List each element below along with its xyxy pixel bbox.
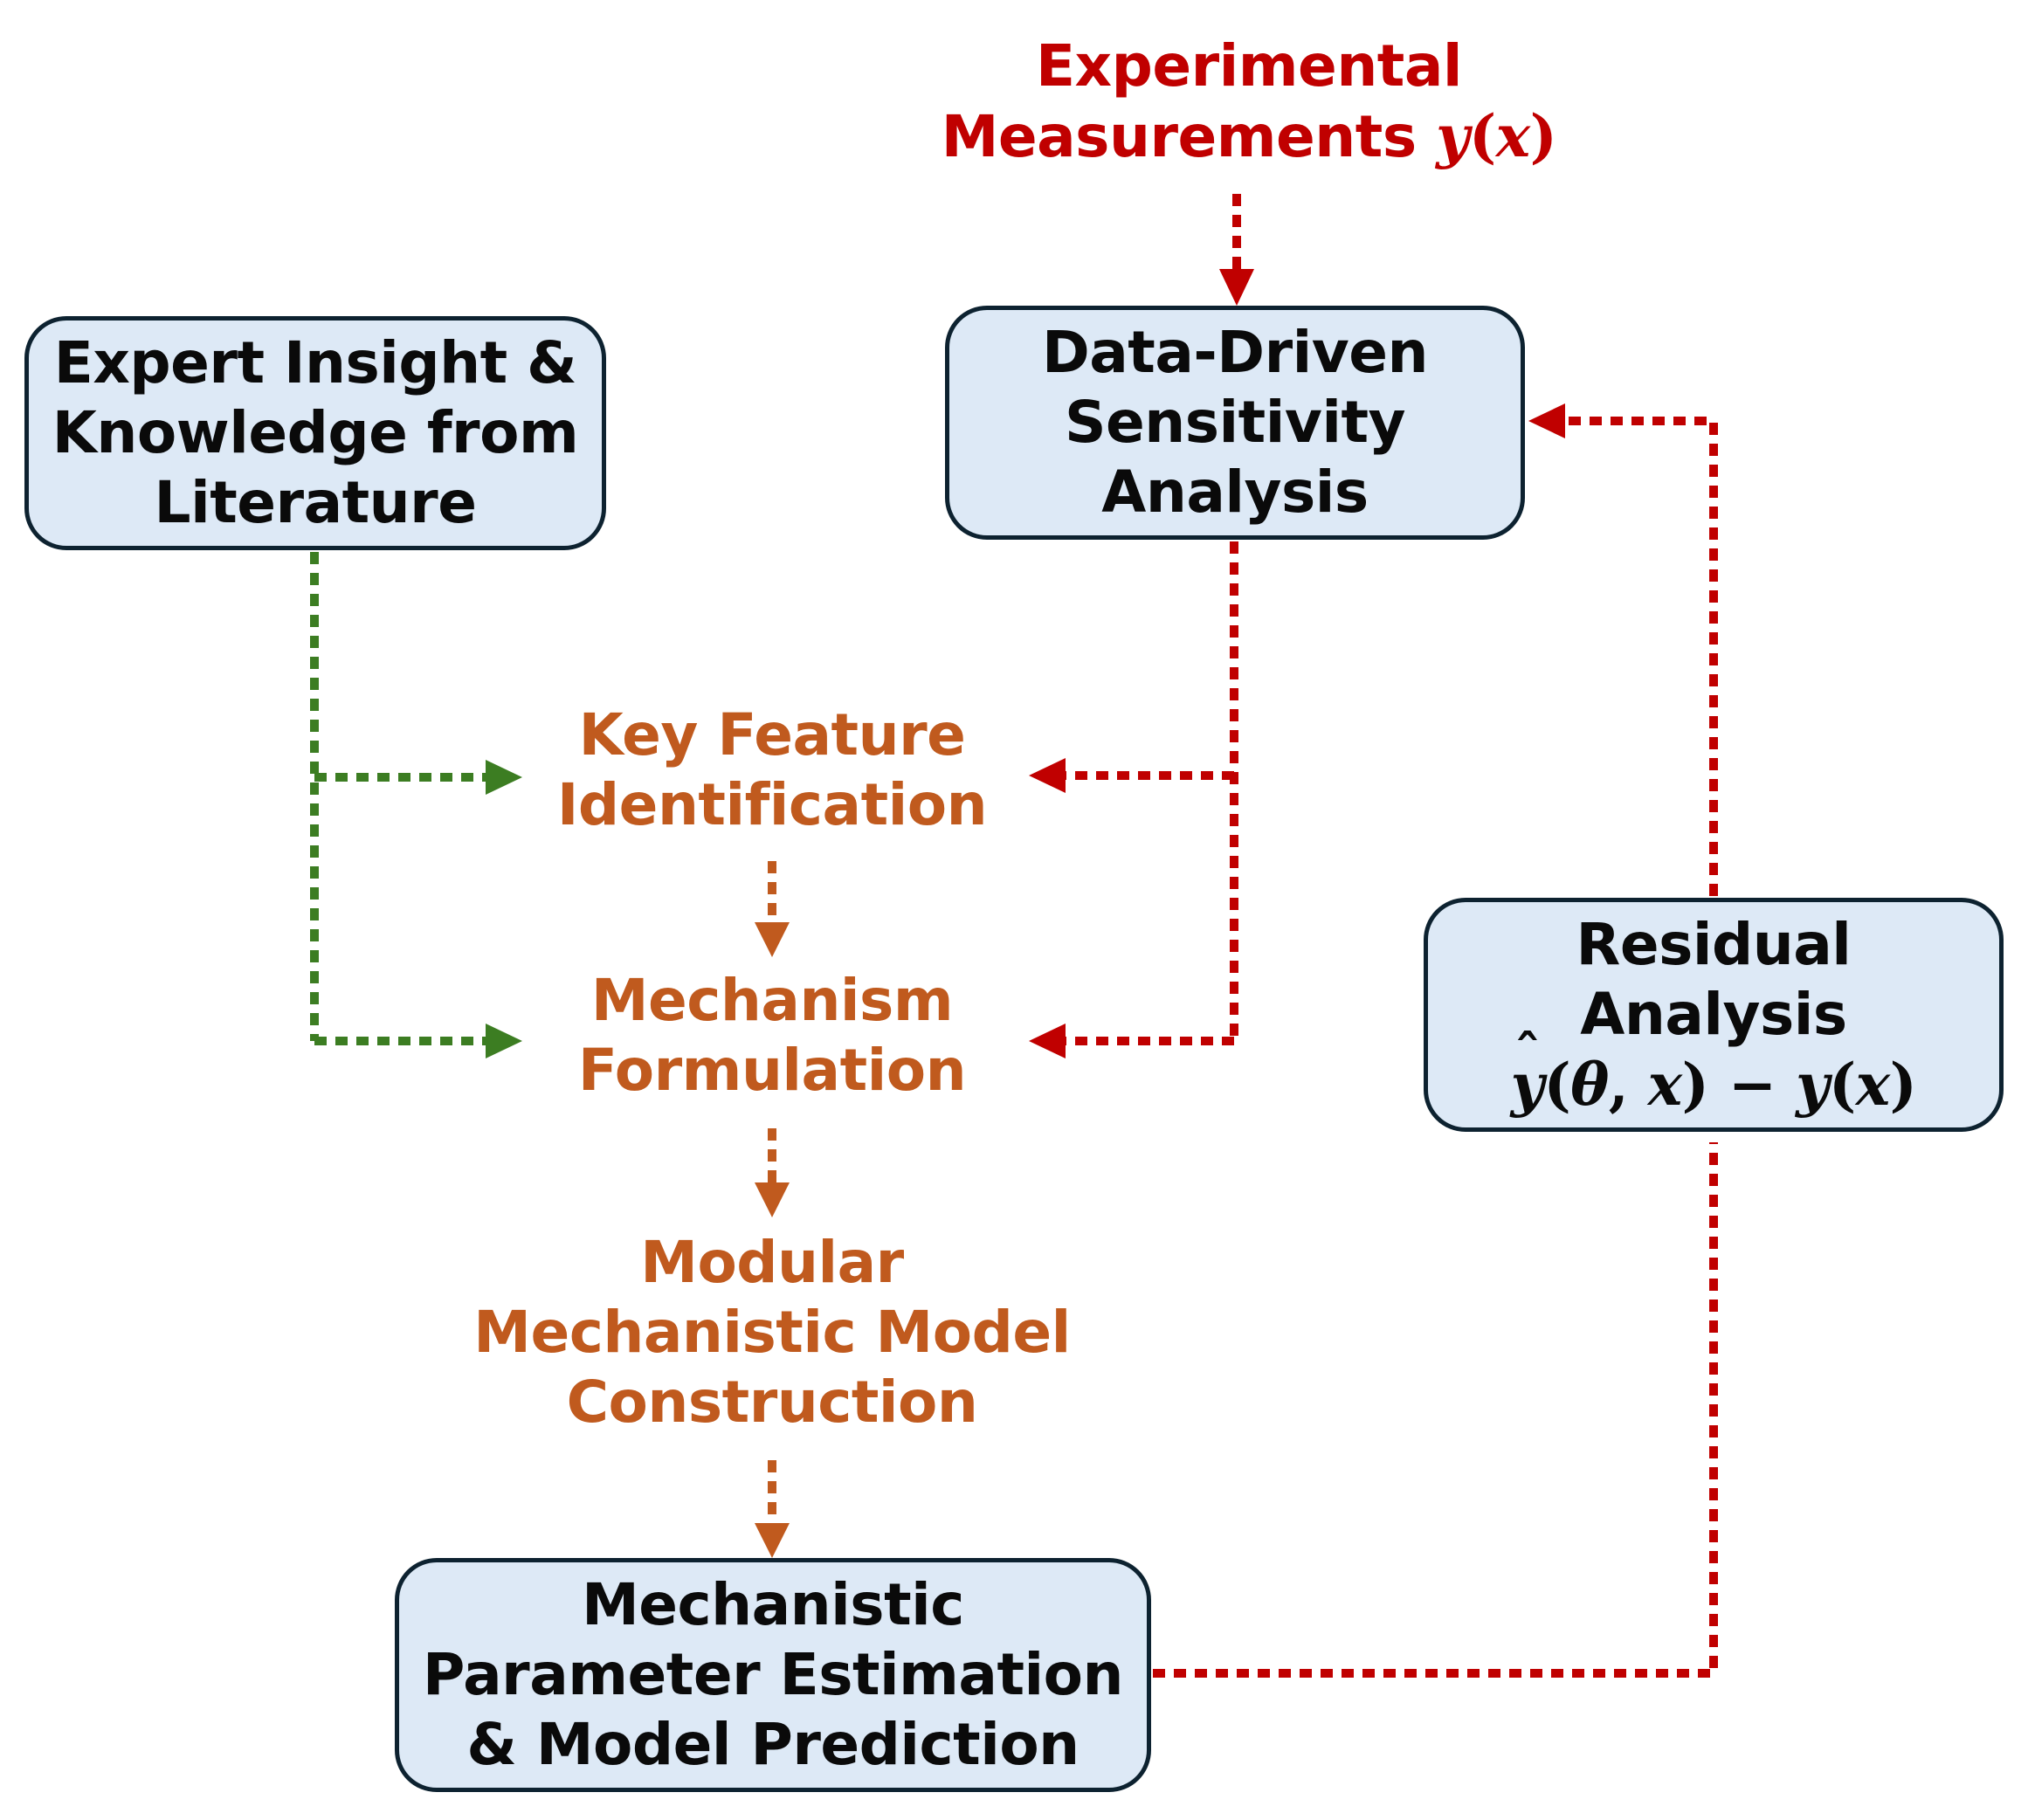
measurements-line-2: Measurements y(x) xyxy=(941,102,1557,170)
red-arrowhead-sensitivity-top xyxy=(1219,269,1254,306)
expert-line-3: Literature xyxy=(154,469,477,536)
residual-line-1: Residual xyxy=(1576,910,1852,978)
green-arrowhead-mechanism xyxy=(486,1024,522,1058)
orange-arrowhead-estimation xyxy=(755,1523,790,1558)
measurements-line-1: Experimental xyxy=(1035,32,1463,100)
red-line-residual-to-sensitivity xyxy=(1563,417,1718,896)
modular-line-3: Construction xyxy=(566,1368,978,1436)
red-arrowhead-sensitivity-right xyxy=(1528,403,1565,438)
sensitivity-line-1: Data-Driven xyxy=(1041,319,1429,386)
red-connectors xyxy=(1062,194,1718,1678)
expert-line-2: Knowledge from xyxy=(52,399,579,466)
sensitivity-analysis-box[interactable]: Data-Driven Sensitivity Analysis xyxy=(945,306,1525,540)
modular-line-2: Mechanistic Model xyxy=(473,1299,1071,1366)
red-arrowhead-key-feature xyxy=(1029,758,1066,793)
mechanism-line-1: Mechanism xyxy=(590,967,954,1034)
estimation-line-1: Mechanistic xyxy=(582,1571,964,1638)
estimation-line-3: & Model Prediction xyxy=(466,1711,1080,1778)
experimental-measurements-label: Experimental Measurements y(x) xyxy=(900,31,1598,172)
parameter-estimation-box[interactable]: Mechanistic Parameter Estimation & Model… xyxy=(395,1558,1151,1792)
theta-symbol: θ xyxy=(1570,1050,1609,1119)
y-hat-symbol: y xyxy=(1511,1050,1544,1120)
orange-arrowhead-modular xyxy=(755,1182,790,1217)
sensitivity-line-3: Analysis xyxy=(1101,458,1369,526)
orange-arrowhead-mechanism xyxy=(755,922,790,957)
green-connectors xyxy=(310,552,489,1045)
key-feature-line-1: Key Feature xyxy=(578,701,966,769)
green-arrowhead-key-feature xyxy=(486,760,522,795)
modular-model-construction-label: Modular Mechanistic Model Construction xyxy=(423,1228,1121,1437)
key-feature-identification-label: Key Feature Identification xyxy=(510,700,1034,840)
key-feature-line-2: Identification xyxy=(556,771,988,838)
mechanism-formulation-label: Mechanism Formulation xyxy=(510,966,1034,1106)
modular-line-1: Modular xyxy=(640,1229,904,1296)
sensitivity-line-2: Sensitivity xyxy=(1064,389,1406,456)
mechanism-line-2: Formulation xyxy=(577,1037,967,1104)
expert-insight-box[interactable]: Expert Insight & Knowledge from Literatu… xyxy=(24,316,606,550)
estimation-line-2: Parameter Estimation xyxy=(423,1641,1123,1708)
residual-formula: y(θ, x) − y(x) xyxy=(1511,1050,1917,1120)
residual-line-2: Analysis xyxy=(1580,980,1847,1048)
red-arrowhead-mechanism xyxy=(1029,1024,1066,1058)
red-line-estimation-to-residual xyxy=(1153,1142,1718,1678)
expert-line-1: Expert Insight & xyxy=(53,329,577,396)
measurement-symbol: y xyxy=(1436,102,1469,170)
residual-analysis-box[interactable]: Residual Analysis y(θ, x) − y(x) xyxy=(1424,898,2004,1132)
